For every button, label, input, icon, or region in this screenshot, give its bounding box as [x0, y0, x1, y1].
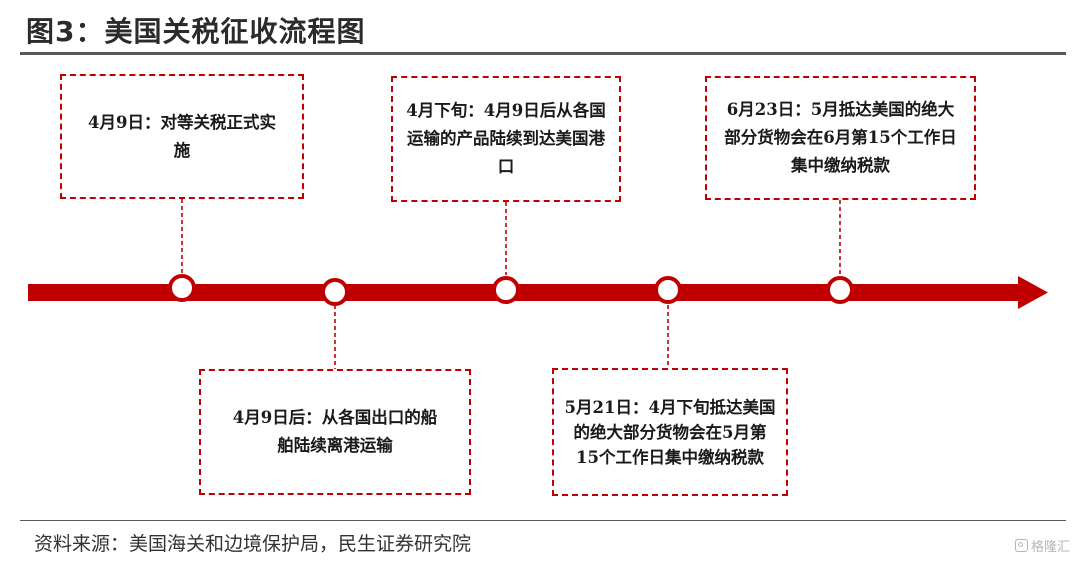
milestone-e1	[168, 274, 196, 302]
timeline-bar	[28, 284, 1022, 301]
event-box-e1: 4月9日：对等关税正式实施	[60, 74, 304, 199]
event-text-e5: 6月23日：5月抵达美国的绝大部分货物会在6月第15个工作日集中缴纳税款	[724, 100, 957, 175]
event-box-e4: 5月21日：4月下旬抵达美国的绝大部分货物会在5月第15个工作日集中缴纳税款	[552, 368, 788, 496]
event-box-e2: 4月9日后：从各国出口的船舶陆续离港运输	[199, 369, 471, 495]
timeline-arrowhead	[1018, 276, 1048, 309]
watermark: 格隆汇	[1014, 536, 1070, 555]
event-text-e4: 5月21日：4月下旬抵达美国的绝大部分货物会在5月第15个工作日集中缴纳税款	[564, 397, 776, 467]
event-box-e5: 6月23日：5月抵达美国的绝大部分货物会在6月第15个工作日集中缴纳税款	[705, 76, 976, 200]
milestone-e3	[492, 276, 520, 304]
watermark-logo-icon	[1014, 539, 1028, 552]
source-note: 资料来源：美国海关和边境保护局，民生证券研究院	[34, 533, 472, 555]
source-rule	[20, 520, 1066, 521]
event-box-e3: 4月下旬：4月9日后从各国运输的产品陆续到达美国港口	[391, 76, 621, 202]
milestone-e5	[826, 276, 854, 304]
figure-title: 图3：美国关税征收流程图	[26, 15, 366, 48]
title-rule	[20, 52, 1066, 55]
watermark-text: 格隆汇	[1030, 540, 1070, 555]
event-text-e3: 4月下旬：4月9日后从各国运输的产品陆续到达美国港口	[406, 101, 606, 176]
milestone-e2	[321, 278, 349, 306]
event-text-e2: 4月9日后：从各国出口的船舶陆续离港运输	[232, 408, 438, 455]
event-text-e1: 4月9日：对等关税正式实施	[88, 112, 276, 160]
milestone-e4	[654, 276, 682, 304]
